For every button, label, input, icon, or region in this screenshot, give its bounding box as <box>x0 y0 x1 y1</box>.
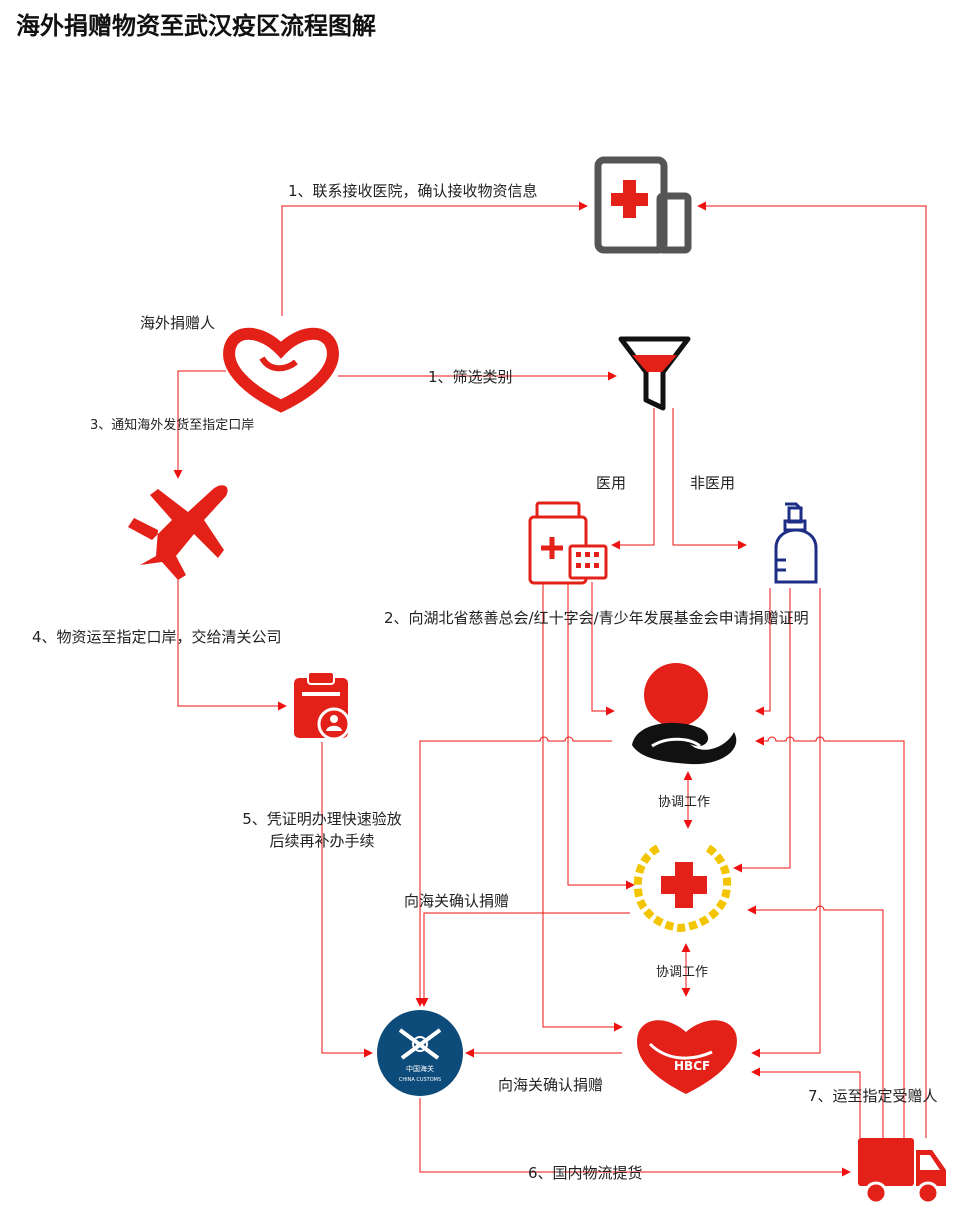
edge-label-non-medical: 非医用 <box>690 474 736 492</box>
edge-clipboard-customs <box>321 742 373 1058</box>
edge-label-deliver-recipient: 7、运至指定受赠人 <box>808 1087 938 1105</box>
medicine-icon <box>528 501 608 585</box>
edge-bottle-redcross <box>733 588 791 873</box>
edge-funnel-bottle <box>672 408 747 550</box>
hbcf-logo: HBCF <box>637 1020 737 1094</box>
edge-label-apply-certificate: 2、向湖北省慈善总会/红十字会/青少年发展基金会申请捐赠证明 <box>384 609 809 627</box>
edge-plane-clipboard <box>177 578 287 711</box>
edge-label-confirm-customs-2: 向海关确认捐赠 <box>498 1076 604 1094</box>
edge-medicine-redcross <box>567 582 635 890</box>
red-cross-logo <box>633 844 732 933</box>
edge-bottle-charity <box>755 588 771 716</box>
hbcf-logo-text: HBCF <box>674 1059 710 1073</box>
edge-label-confirm-customs-1: 向海关确认捐赠 <box>404 892 510 910</box>
sanitizer-bottle-icon <box>774 502 818 584</box>
edge-redcross-customs <box>419 912 630 1007</box>
edge-label-coordinate-2: 协调工作 <box>656 965 709 980</box>
heart-hand-icon <box>223 327 339 413</box>
edge-label-domestic-logistics: 6、国内物流提货 <box>528 1164 643 1182</box>
edge-donor-hospital <box>281 201 588 316</box>
edge-medicine-hbcf <box>542 582 623 1032</box>
edge-label-coordinate-1: 协调工作 <box>658 795 711 810</box>
donor-label: 海外捐赠人 <box>140 314 216 332</box>
charity-federation-logo <box>632 663 737 765</box>
edge-truck-redcross <box>747 905 884 1138</box>
customs-logo-cn: 中国海关 <box>406 1064 434 1073</box>
funnel-icon <box>618 336 691 411</box>
edge-label-medical: 医用 <box>596 474 627 492</box>
china-customs-logo: 中国海关 CHINA CUSTOMS <box>377 1010 463 1096</box>
page-title: 海外捐赠物资至武汉疫区流程图解 <box>16 12 376 40</box>
customs-logo-en: CHINA CUSTOMS <box>399 1077 441 1083</box>
clipboard-person-icon <box>294 671 351 741</box>
edge-truck-charity <box>755 736 905 1138</box>
edge-truck-hospital <box>697 201 927 1138</box>
edge-label-contact-hospital: 1、联系接收医院，确认接收物资信息 <box>288 182 538 200</box>
hospital-icon <box>594 156 692 254</box>
edge-funnel-medicine <box>611 408 655 550</box>
edge-label-notify-port: 3、通知海外发货至指定口岸 <box>90 418 255 433</box>
edge-label-release-2: 后续再补办手续 <box>269 832 375 850</box>
edge-truck-hbcf <box>751 1067 861 1138</box>
edge-label-release-1: 5、凭证明办理快速验放 <box>242 810 402 828</box>
edge-donor-plane <box>173 370 226 479</box>
truck-icon <box>858 1138 946 1205</box>
edge-bottle-hbcf <box>751 588 821 1058</box>
edge-label-ship-to-port: 4、物资运至指定口岸，交给清关公司 <box>32 628 282 646</box>
airplane-icon <box>128 485 228 580</box>
edge-charity-customs <box>415 736 612 1007</box>
edge-medicine-charity <box>591 582 615 716</box>
edge-label-filter: 1、筛选类别 <box>428 368 513 386</box>
edge-customs-truck <box>419 1098 851 1177</box>
